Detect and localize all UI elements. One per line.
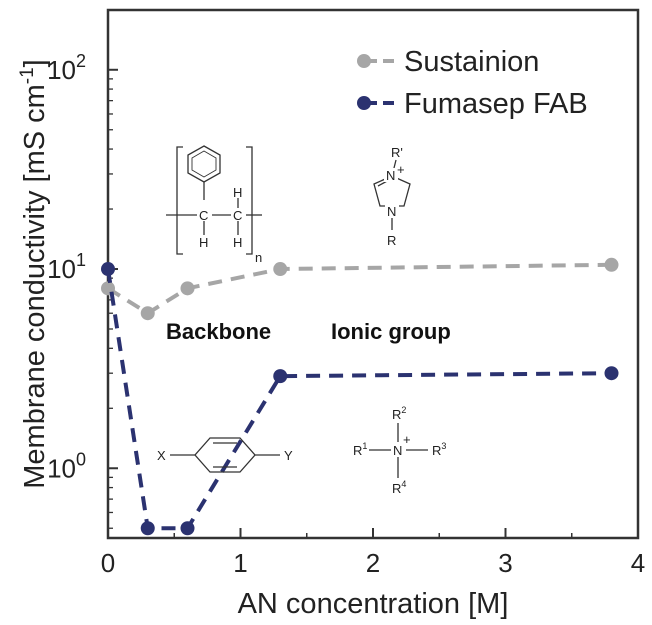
series-line-1 [106,268,612,531]
data-point-0-2 [180,281,195,296]
y-tick-exponent: 1 [76,250,86,270]
legend-marker-sustainion [357,54,371,68]
data-point-1-2 [180,521,195,536]
label-plus-quat: + [403,432,411,447]
label-x: X [157,448,166,463]
x-tick-label: 0 [101,548,115,578]
bracket-right-icon [246,146,253,255]
legend: Sustainion Fumasep FAB [357,46,588,120]
data-point-0-1 [140,306,155,321]
y-tick-label: 100 [47,449,86,483]
label-c2: C [233,208,242,223]
x-tick-label: 1 [233,548,247,578]
r3-sub: 3 [441,441,446,451]
r1-sub: 1 [362,441,367,451]
benzene-inner-ring-icon [191,150,217,178]
label-h-bottom-right: H [233,235,242,250]
r1-main: R [353,443,362,458]
data-point-1-0 [101,262,115,277]
label-plus: + [397,162,405,177]
legend-label-sustainion: Sustainion [404,46,539,78]
data-point-1-4 [604,366,619,381]
label-r1: R1 [353,441,367,458]
data-point-0-3 [273,262,288,277]
annotation-backbone: Backbone [166,319,271,344]
label-rprime: R' [391,145,403,160]
x-tick-label: 2 [366,548,380,578]
benzene-xy-structure-icon: X Y [157,437,293,473]
imidazolium-structure-icon: R' N + N R [373,145,411,248]
data-point-0-4 [604,257,619,272]
x-tick-label: 3 [498,548,512,578]
label-n-quat: N [393,443,402,458]
x-axis-label: AN concentration [M] [238,588,509,620]
data-point-1-3 [273,369,288,384]
y-tick-base: 10 [47,453,76,483]
data-point-1-1 [140,521,155,536]
label-r3: R3 [432,441,446,458]
y-axis-label: Membrane conductivity [mS cm-1] [17,59,51,488]
r4-main: R [392,481,401,496]
r2-main: R [392,407,401,422]
y-axis-label-sup: -1 [17,67,38,84]
label-r2: R2 [392,405,406,422]
n-ring-bg [385,204,399,218]
x-tick-label: 4 [631,548,645,578]
label-r4: R4 [392,479,406,496]
y-tick-base: 10 [47,55,76,85]
r2-sub: 2 [401,405,406,415]
y-tick-exponent: 0 [76,449,86,469]
label-h-top-right: H [233,185,242,200]
label-h-bottom-left: H [199,235,208,250]
annotation-ionic-group: Ionic group [331,319,451,344]
legend-marker-fumasep [357,96,371,110]
x-ticks: 0 1 2 3 4 [101,528,645,578]
y-tick-label: 101 [47,250,86,284]
label-n-subscript: n [255,250,262,265]
polystyrene-structure-icon: C C H H H n [166,145,262,265]
label-n-ring: N [387,204,396,219]
y-tick-exponent: 2 [76,51,86,71]
y-tick-label: 102 [47,51,86,85]
label-n-plus: N [386,168,395,183]
label-y: Y [284,448,293,463]
r3-main: R [432,443,441,458]
label-c1: C [199,208,208,223]
series-layer [101,257,619,536]
n-plus-bg [384,168,398,182]
y-axis-label-main: Membrane conductivity [mS cm [19,84,51,489]
legend-label-fumasep: Fumasep FAB [404,88,588,120]
y-tick-base: 10 [47,254,76,284]
quaternary-ammonium-structure-icon: R2 R1 R3 R4 N + [353,405,446,496]
r4-sub: 4 [401,479,406,489]
bracket-left-icon [176,146,183,255]
y-axis-label-close: ] [19,59,51,67]
label-r: R [387,233,396,248]
